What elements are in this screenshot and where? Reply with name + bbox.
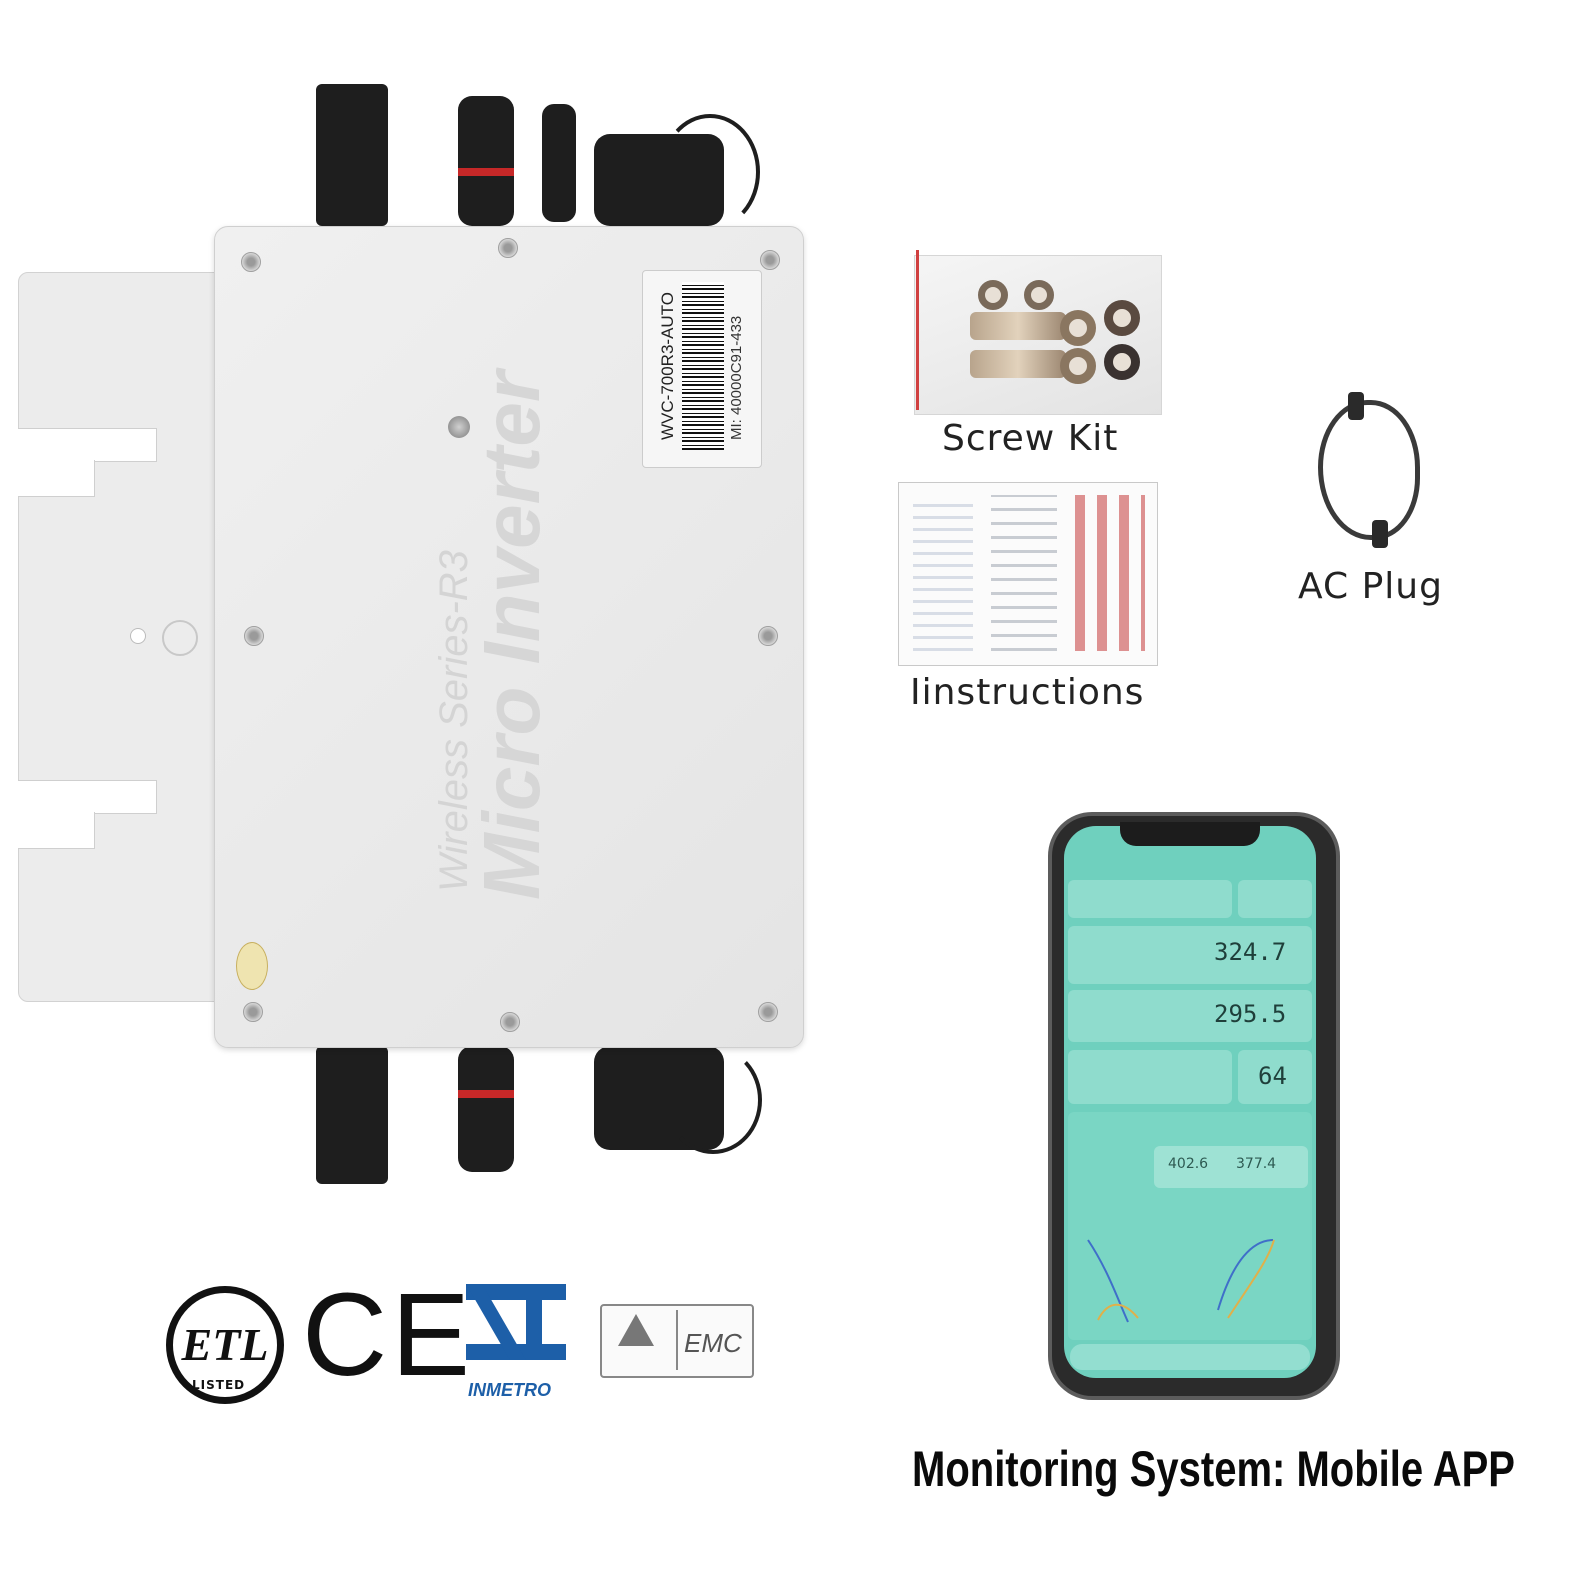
washer — [1104, 344, 1140, 380]
screw — [498, 238, 518, 258]
app-card-grid — [1068, 990, 1312, 1042]
ac-plug-head — [1372, 520, 1388, 548]
screw — [760, 250, 780, 270]
power-curve-blue-2 — [1217, 1239, 1274, 1311]
bolt — [970, 350, 1066, 378]
dc-connector-bottom-1 — [316, 1046, 388, 1184]
ac-plug-head — [1348, 392, 1364, 420]
app-card-pv — [1068, 926, 1312, 984]
instructions-manual — [898, 482, 1158, 666]
power-curve-orange-2 — [1227, 1239, 1275, 1319]
manual-column — [1075, 495, 1145, 651]
app-card-settings — [1238, 880, 1312, 918]
instructions-caption: Iinstructions — [910, 672, 1145, 713]
bracket-slot — [18, 460, 95, 497]
dc-connector-bottom-2 — [458, 1046, 514, 1172]
chart-value-2: 377.4 — [1236, 1156, 1277, 1172]
screw — [243, 1002, 263, 1022]
temperature-reading: 64 — [1258, 1062, 1287, 1090]
app-chart-tooltip — [1154, 1146, 1308, 1188]
headline: Monitoring System: Mobile APP — [912, 1441, 1515, 1497]
app-card-energy — [1068, 880, 1232, 918]
tuv-emc-logo: EMC — [600, 1304, 754, 1378]
tuv-triangle-icon — [618, 1314, 654, 1346]
manual-column — [913, 495, 973, 651]
ground-symbol — [162, 620, 198, 656]
bracket-slot — [18, 812, 95, 849]
bag-red-edge — [916, 250, 919, 410]
washer — [1104, 300, 1140, 336]
bracket-hole — [130, 628, 146, 644]
connector-red-ring — [458, 168, 514, 176]
screw — [758, 626, 778, 646]
screw — [500, 1012, 520, 1032]
connector-red-ring — [458, 1090, 514, 1098]
product-name: Micro Inverter — [467, 370, 556, 900]
phone-notch — [1120, 822, 1260, 846]
app-bottom-nav[interactable] — [1070, 1344, 1310, 1370]
power-curve-blue — [1087, 1239, 1129, 1323]
dc-connector-top-1 — [316, 84, 388, 226]
washer — [1024, 280, 1054, 310]
bolt — [970, 312, 1066, 340]
ac-plug-caption: AC Plug — [1298, 566, 1443, 607]
washer — [978, 280, 1008, 310]
etl-logo: ETL — [166, 1286, 284, 1404]
ac-plug-cable — [1318, 400, 1420, 540]
model-label: WVC-700R3-AUTO — [658, 292, 677, 440]
power-curve-orange — [1097, 1303, 1139, 1321]
antenna — [542, 104, 576, 222]
inmetro-bar — [526, 1284, 542, 1360]
inmetro-text: INMETRO — [468, 1380, 551, 1400]
app-power-curve — [1087, 1239, 1275, 1323]
etl-listed-text: LISTED — [192, 1378, 246, 1392]
nut — [1060, 310, 1096, 346]
chart-value-1: 402.6 — [1168, 1156, 1209, 1172]
connector-cap-cord — [664, 1046, 762, 1154]
app-card-today — [1068, 1050, 1232, 1104]
qc-passed-sticker — [236, 942, 268, 990]
manual-column — [991, 495, 1057, 651]
screw — [244, 626, 264, 646]
grid-power-reading: 295.5 — [1214, 1000, 1287, 1028]
connector-cap-cord — [660, 114, 760, 230]
status-led — [448, 416, 470, 438]
serial-label: MI: 40000C91-433 — [728, 315, 745, 440]
screw — [758, 1002, 778, 1022]
app-card-temp — [1238, 1050, 1312, 1104]
barcode — [682, 282, 724, 450]
bracket-slot — [18, 428, 157, 462]
ce-mark: CE — [302, 1269, 474, 1401]
logo-divider — [676, 1310, 678, 1370]
dc-connector-top-2 — [458, 96, 514, 226]
etl-logo-text: ETL — [181, 1319, 269, 1370]
pv-power-reading: 324.7 — [1214, 938, 1287, 966]
nut — [1060, 348, 1096, 384]
screw — [241, 252, 261, 272]
emc-text: EMC — [684, 1328, 742, 1358]
inmetro-logo — [466, 1284, 566, 1376]
screw-kit-caption: Screw Kit — [942, 418, 1119, 459]
bracket-slot — [18, 780, 157, 814]
